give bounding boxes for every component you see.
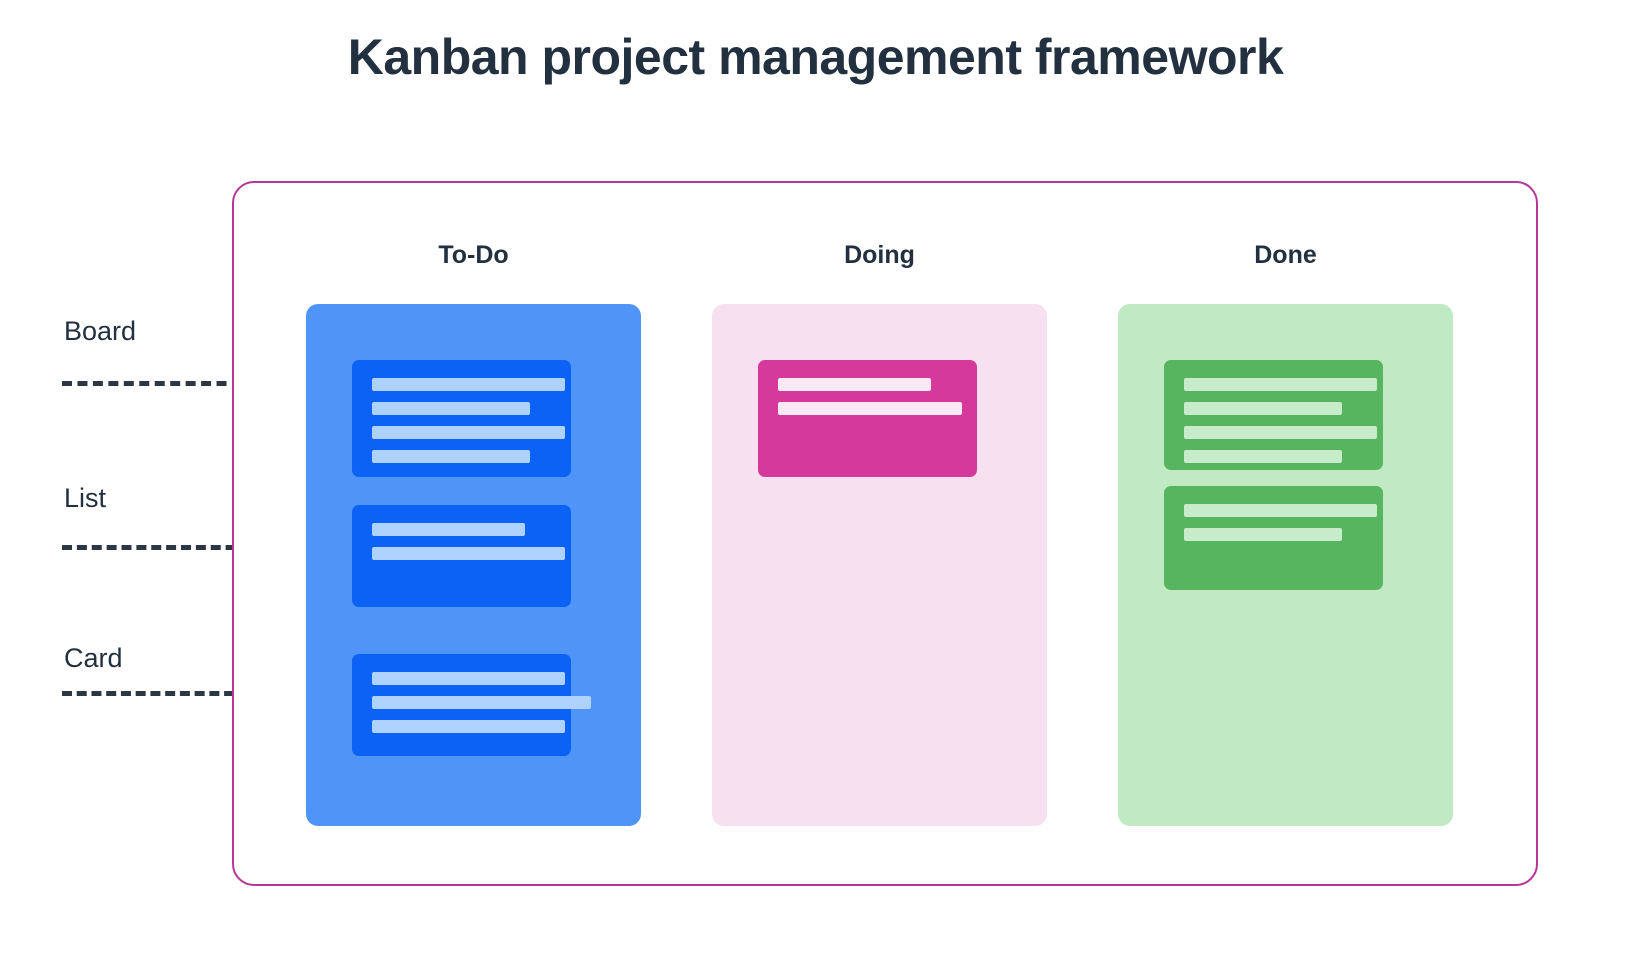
column-header-to-do: To-Do [438, 241, 509, 269]
card-line [372, 523, 526, 536]
card-line [372, 450, 530, 463]
annotation-leader-line-board [62, 381, 242, 386]
column-header-done: Done [1254, 241, 1317, 269]
card-line [372, 547, 565, 560]
card-line [1184, 402, 1342, 415]
kanban-list-done[interactable] [1118, 304, 1453, 826]
card-line [778, 378, 932, 391]
card-line [1184, 450, 1342, 463]
card-line [1184, 528, 1342, 541]
card-line [372, 402, 530, 415]
card-line [1184, 504, 1377, 517]
card-line [372, 696, 591, 709]
kanban-card[interactable] [352, 360, 571, 477]
kanban-card[interactable] [758, 360, 977, 477]
card-line [778, 402, 962, 415]
kanban-card[interactable] [1164, 360, 1383, 470]
annotation-label-card: Card [64, 643, 123, 673]
kanban-columns: To-Do Doing [234, 183, 1540, 888]
annotation-leader-line-card [62, 691, 352, 696]
page-title: Kanban project management framework [347, 29, 1284, 85]
kanban-card[interactable] [352, 654, 591, 756]
card-line [1184, 378, 1377, 391]
card-line [372, 672, 565, 685]
kanban-card[interactable] [352, 505, 571, 607]
kanban-list-doing[interactable] [712, 304, 1047, 826]
card-line [372, 720, 565, 733]
kanban-board: To-Do Doing [232, 181, 1538, 886]
column-header-doing: Doing [844, 241, 915, 269]
card-line [372, 426, 565, 439]
kanban-card[interactable] [1164, 486, 1383, 590]
annotation-leader-line-list [62, 545, 310, 550]
card-line [1184, 426, 1377, 439]
annotation-label-board: Board [64, 316, 137, 346]
kanban-list-to-do[interactable] [306, 304, 641, 826]
card-line [372, 378, 565, 391]
annotation-label-list: List [64, 483, 107, 513]
